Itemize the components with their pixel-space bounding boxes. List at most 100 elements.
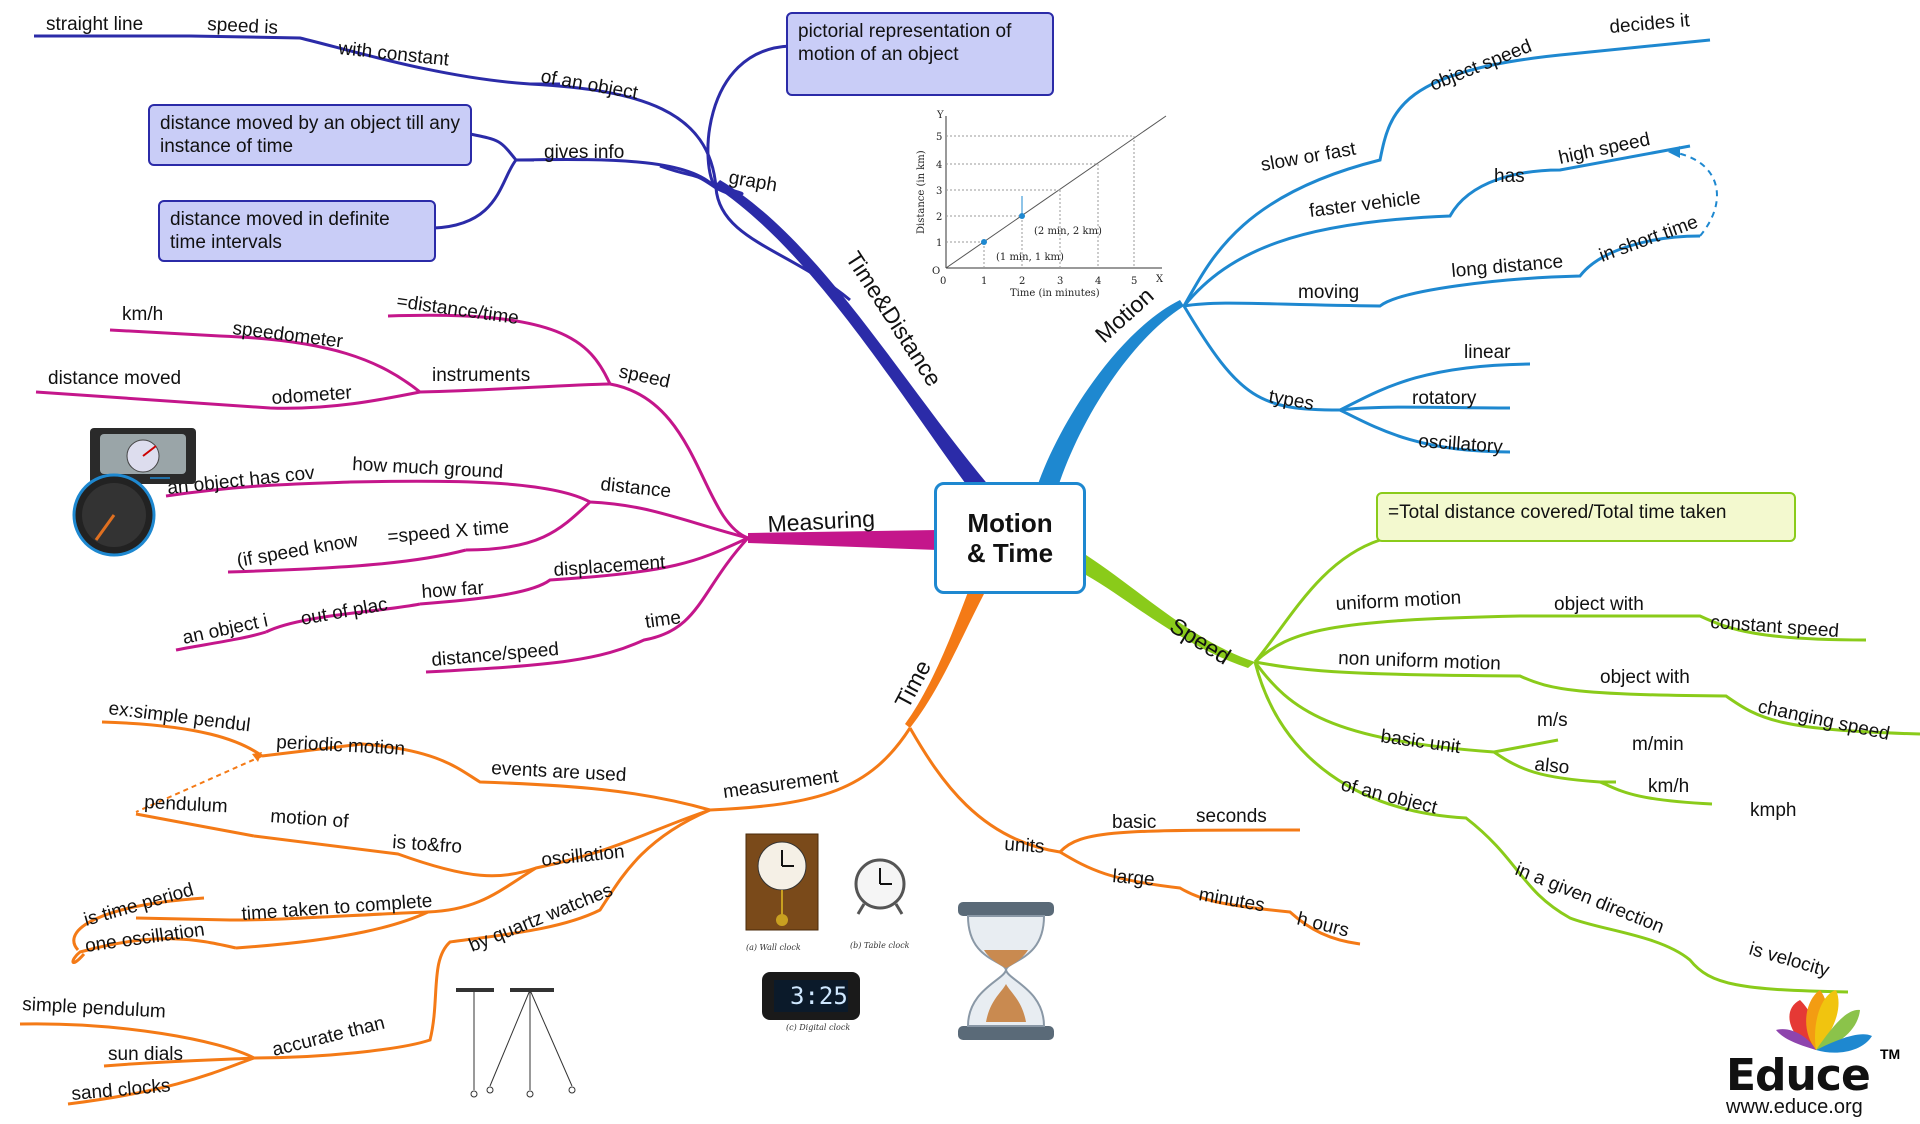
meas-how-far: how far xyxy=(421,578,485,603)
time-arrowhead xyxy=(252,752,262,762)
time-accurate-than: accurate than xyxy=(270,1013,387,1061)
graph-xtick-4: 4 xyxy=(1095,276,1101,287)
td-with-constant: with constant xyxy=(336,38,450,71)
table-clock-picture xyxy=(854,858,906,915)
graph-y-axis: Y xyxy=(936,110,944,121)
central-topic: Motion & Time xyxy=(934,482,1086,594)
speed-changing-speed: changing speed xyxy=(1756,696,1892,744)
motion-types: types xyxy=(1267,386,1315,415)
speed-of-an-object: of an object xyxy=(1339,774,1440,818)
time-sand-clocks: sand clocks xyxy=(71,1075,172,1105)
educe-logo-tm: TM xyxy=(1880,1046,1901,1062)
meas-out-of-plac: out of plac xyxy=(299,594,389,630)
time-large: large xyxy=(1112,866,1156,891)
educe-logo-url: www.educe.org xyxy=(1726,1096,1863,1118)
meas-speedometer: speedometer xyxy=(231,318,344,352)
central-topic-line-1: Motion xyxy=(967,508,1053,538)
motion-object-speed: object speed xyxy=(1427,36,1535,96)
meas-an-object-i: an object i xyxy=(181,610,270,649)
time-basic: basic xyxy=(1112,812,1156,833)
graph-description-text: pictorial representation of motion of an… xyxy=(798,21,1012,65)
speed-is-velocity: is velocity xyxy=(1747,939,1832,982)
motion-rotatory: rotatory xyxy=(1412,388,1477,409)
graph-description-box: pictorial representation of motion of an… xyxy=(786,12,1054,96)
motion-connectors xyxy=(1182,38,1711,454)
graph-xtick-5: 5 xyxy=(1131,276,1137,287)
wall-clock-picture xyxy=(745,833,819,931)
graph-origin: O xyxy=(932,266,940,277)
meas-kmh: km/h xyxy=(122,304,163,325)
distance-time-graph: Y X O 0 1 2 3 4 5 1 2 3 4 5 Time (in min… xyxy=(916,110,1167,299)
branch-time xyxy=(905,592,985,728)
speed-non-uniform-motion: non uniform motion xyxy=(1338,648,1501,675)
hourglass-picture xyxy=(958,902,1054,1040)
educe-logo-mark xyxy=(1776,990,1872,1053)
meas-distance-time: =distance/time xyxy=(395,291,520,329)
graph-lines xyxy=(714,186,851,302)
speedometer-picture xyxy=(72,428,196,557)
motion-linear: linear xyxy=(1464,342,1511,363)
graph-point-1: (1 min, 1 km) xyxy=(996,252,1064,263)
time-distance-connectors xyxy=(34,34,791,230)
graph-ylabel: Distance (in km) xyxy=(916,150,927,234)
central-topic-line-2: & Time xyxy=(966,538,1054,568)
meas-speed-x-time: =speed X time xyxy=(387,516,510,548)
graph-x-axis: X xyxy=(1156,274,1164,285)
motion-moving: moving xyxy=(1298,282,1359,303)
speed-uniform-motion: uniform motion xyxy=(1335,587,1462,615)
time-sun-dials: sun dials xyxy=(108,1044,183,1065)
meas-instruments: instruments xyxy=(432,365,530,386)
speed-connectors xyxy=(1253,538,1920,994)
motion-oscillatory: oscillatory xyxy=(1418,431,1504,458)
time-hours: h ours xyxy=(1295,908,1351,941)
time-measurement: measurement xyxy=(722,766,841,803)
branch-measuring xyxy=(748,530,938,550)
branch-motion xyxy=(1037,300,1184,487)
speed-formula-text: =Total distance covered/Total time taken xyxy=(1388,502,1727,523)
educe-logo-name: Educe xyxy=(1726,1050,1871,1101)
motion-arrowhead xyxy=(1668,146,1680,158)
time-is-to-fro: is to&fro xyxy=(392,832,463,858)
branch-label-time: Time xyxy=(889,656,936,713)
speed-basic-unit: basic unit xyxy=(1379,726,1462,758)
table-clock-caption: (b) Table clock xyxy=(850,941,910,950)
time-units: units xyxy=(1004,834,1046,858)
speed-kmph: kmph xyxy=(1750,800,1796,821)
meas-how-much-ground: how much ground xyxy=(352,454,504,483)
meas-displacement: displacement xyxy=(553,552,667,581)
time-periodic-motion: periodic motion xyxy=(276,732,406,760)
time-connectors xyxy=(19,720,1361,1106)
graph-ytick-4: 4 xyxy=(936,160,942,171)
graph-ytick-3: 3 xyxy=(936,186,942,197)
graph-ytick-2: 2 xyxy=(936,212,942,223)
speed-formula-box: =Total distance covered/Total time taken xyxy=(1376,492,1796,542)
meas-distance-speed: distance/speed xyxy=(431,639,560,671)
digital-clock-caption: (c) Digital clock xyxy=(786,1023,850,1032)
info-box-1-text: distance moved by an object till any ins… xyxy=(160,113,460,157)
graph-point-2: (2 min, 2 km) xyxy=(1034,226,1102,237)
td-straight-line: straight line xyxy=(46,14,143,35)
speed-ms: m/s xyxy=(1537,710,1568,731)
wall-clock-caption: (a) Wall clock xyxy=(746,943,801,952)
graph-xtick-1: 1 xyxy=(981,276,987,287)
time-dashed-arrow xyxy=(135,755,263,813)
speed-object-with-2: object with xyxy=(1600,667,1690,688)
motion-has: has xyxy=(1494,166,1525,187)
meas-distance-moved: distance moved xyxy=(48,368,181,389)
time-oscillation: oscillation xyxy=(540,841,625,871)
time-simple-pendulum: simple pendulum xyxy=(22,994,167,1022)
branch-label-measuring: Measuring xyxy=(767,505,876,537)
meas-distance: distance xyxy=(599,474,672,502)
graph-xtick-2: 2 xyxy=(1019,276,1025,287)
speed-object-with-1: object with xyxy=(1554,594,1644,615)
meas-time: time xyxy=(644,607,682,633)
pendulum-sketch xyxy=(456,988,576,1098)
td-speed-is: speed is xyxy=(207,14,279,39)
motion-in-short-time: in short time xyxy=(1597,212,1701,267)
info-box-1: distance moved by an object till any ins… xyxy=(148,104,472,166)
speed-also: also xyxy=(1533,754,1570,779)
branch-label-speed: Speed xyxy=(1165,612,1235,669)
time-seconds: seconds xyxy=(1196,806,1267,827)
speed-in-a-given-direction: in a given direction xyxy=(1512,859,1667,938)
